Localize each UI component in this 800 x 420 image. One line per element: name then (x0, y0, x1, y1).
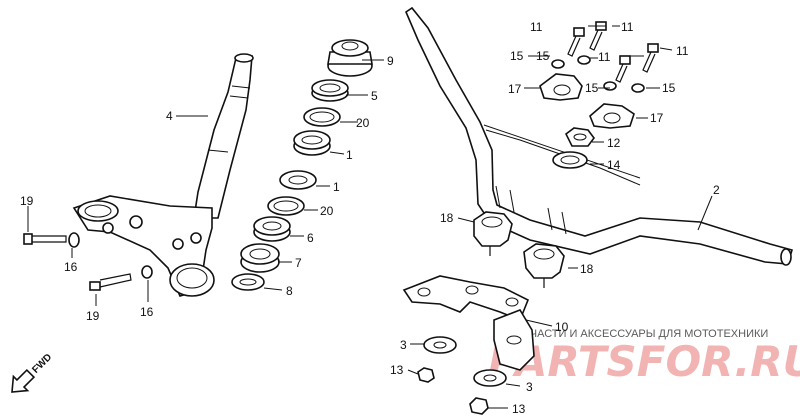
callout-11-a: 11 (530, 20, 543, 34)
callout-15-c: 15 (585, 81, 599, 95)
callout-17-left: 17 (508, 82, 522, 96)
lower-holder-18-right (523, 243, 565, 288)
steel-balls-20-upper (303, 107, 341, 127)
bolt-11-a (567, 27, 585, 57)
fwd-label: FWD (30, 352, 54, 376)
callout-2: 2 (713, 183, 720, 197)
handlebar (405, 6, 793, 266)
washer-15-c (603, 81, 617, 91)
callout-3-lower: 3 (526, 380, 533, 394)
callout-1-lower: 1 (333, 180, 340, 194)
locknut-5 (311, 79, 349, 102)
race-6 (253, 216, 291, 242)
upper-holder-17-right (589, 103, 635, 129)
callout-13-upper: 13 (390, 363, 404, 377)
race-1-lower (279, 170, 317, 190)
callout-11-b: 11 (621, 20, 634, 34)
callout-5: 5 (371, 89, 378, 103)
rubber-3-upper (423, 336, 457, 354)
washer-15-a (551, 59, 565, 69)
leader-lines (27, 25, 713, 409)
watermark: PARTSFOR.RU ЗАПЧАСТИ И АКСЕССУАРЫ ДЛЯ МО… (488, 328, 800, 386)
dust-seal-7 (240, 243, 280, 273)
plate-10 (402, 275, 535, 371)
fwd-arrow: FWD (11, 352, 54, 393)
callout-17-right: 17 (650, 111, 664, 125)
nut-12 (564, 127, 595, 147)
washer-16-upper (68, 232, 80, 248)
stem-nut-9 (327, 39, 373, 77)
callout-11-c: 11 (598, 50, 611, 64)
callout-15-d: 15 (662, 81, 676, 95)
callout-6: 6 (307, 231, 314, 245)
washer-14 (552, 151, 588, 169)
nut-13-lower (469, 397, 489, 415)
washer-16-lower (141, 265, 153, 279)
callout-16-upper: 16 (64, 260, 78, 274)
bolt-19-lower (89, 273, 132, 291)
callout-7: 7 (295, 256, 302, 270)
callout-14: 14 (607, 158, 621, 172)
washer-8 (231, 273, 265, 291)
lower-holder-18-left (473, 211, 513, 256)
callout-18-left: 18 (440, 211, 454, 225)
callout-3-upper: 3 (400, 338, 407, 352)
bolt-11-c (615, 55, 631, 83)
race-1-upper (293, 130, 331, 156)
callout-12: 12 (607, 136, 621, 150)
callout-20-lower: 20 (320, 204, 334, 218)
nut-13-upper (417, 367, 435, 383)
callout-10: 10 (555, 320, 569, 334)
callout-1-upper: 1 (346, 148, 353, 162)
callout-19-lower: 19 (86, 309, 100, 323)
washer-15-b (577, 55, 591, 65)
steel-balls-20-lower (267, 196, 305, 216)
callout-4: 4 (166, 109, 173, 123)
callout-15-a: 15 (510, 49, 524, 63)
steering-stem (193, 53, 254, 219)
callout-16-lower: 16 (140, 305, 154, 319)
callout-20-upper: 20 (356, 116, 370, 130)
callout-labels: 1 1 2 3 3 4 5 6 7 8 9 10 11 11 11 11 12 … (20, 20, 720, 416)
callout-19-upper: 19 (20, 194, 34, 208)
watermark-logo: PARTSFOR.RU (488, 337, 800, 386)
callout-8: 8 (286, 284, 293, 298)
callout-18-right: 18 (580, 262, 594, 276)
washer-15-d (631, 83, 645, 93)
bolt-19-upper (23, 233, 67, 245)
callout-11-d: 11 (676, 44, 689, 58)
watermark-caption: ЗАПЧАСТИ И АКСЕССУАРЫ ДЛЯ МОТОТЕХНИКИ (508, 328, 768, 340)
callout-15-b: 15 (536, 49, 550, 63)
callout-9: 9 (387, 54, 394, 68)
rubber-3-lower (473, 369, 507, 387)
upper-holder-17-left (539, 73, 583, 101)
lower-bracket (72, 195, 215, 297)
bolt-11-d (642, 43, 659, 73)
callout-13-lower: 13 (512, 402, 526, 416)
